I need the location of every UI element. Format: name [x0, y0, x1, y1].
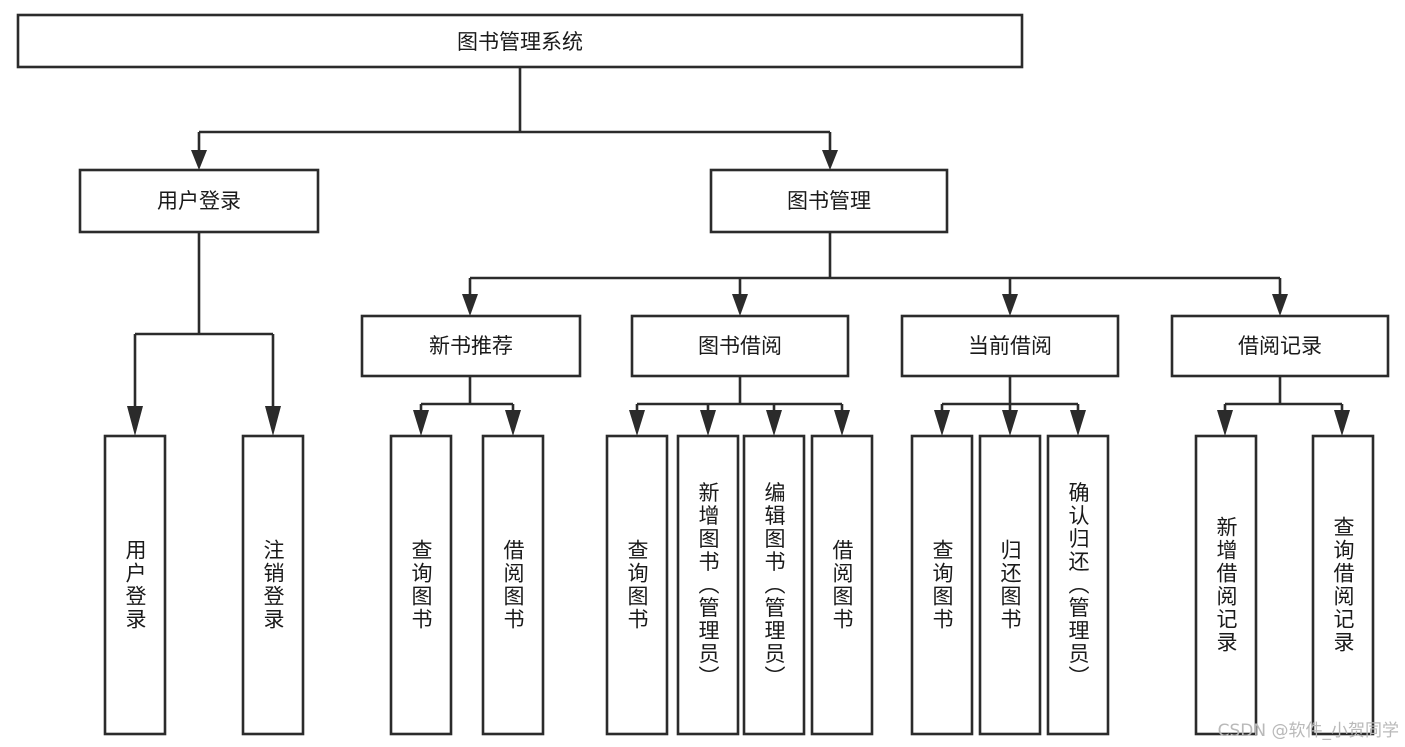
- leaf-bookborrow-edit-book-label: 编辑图书（管理员）: [762, 482, 786, 689]
- leaf-borrowrecord-query-record[interactable]: 查询借阅记录: [1311, 434, 1375, 736]
- leaf-currentborrow-return-book-label: 归还图书: [998, 539, 1022, 631]
- arrowhead-bookborrow-leaf-3: [766, 410, 782, 436]
- leaf-user-login-logout-label: 注销登录: [261, 539, 285, 631]
- node-borrow-record[interactable]: 借阅记录: [1170, 314, 1390, 378]
- leaf-bookborrow-add-book[interactable]: 新增图书（管理员）: [676, 434, 740, 736]
- leaf-currentborrow-query-book-label: 查询图书: [930, 539, 954, 631]
- leaf-bookborrow-query-book[interactable]: 查询图书: [605, 434, 669, 736]
- leaf-borrowrecord-query-record-label: 查询借阅记录: [1331, 516, 1355, 654]
- node-current-borrow[interactable]: 当前借阅: [900, 314, 1120, 378]
- node-user-login[interactable]: 用户登录: [78, 168, 320, 234]
- arrowhead-bookborrow-leaf-1: [629, 410, 645, 436]
- arrowhead-user-login: [191, 150, 207, 170]
- leaf-bookborrow-borrow-book-label: 借阅图书: [830, 539, 854, 631]
- leaf-bookborrow-query-book-label: 查询图书: [625, 539, 649, 631]
- arrowhead-currentborrow-leaf-1: [934, 410, 950, 436]
- arrowhead-currentborrow-leaf-2: [1002, 410, 1018, 436]
- leaf-user-login-login-label: 用户登录: [123, 539, 147, 631]
- leaf-borrowrecord-add-record[interactable]: 新增借阅记录: [1194, 434, 1258, 736]
- arrowhead-leaf-user-login: [127, 406, 143, 436]
- arrowhead-new-book: [462, 294, 478, 316]
- connector-layer: [127, 67, 1350, 436]
- node-root-label: 图书管理系统: [457, 30, 583, 54]
- arrowhead-leaf-logout: [265, 406, 281, 436]
- arrowhead-bookborrow-leaf-2: [700, 410, 716, 436]
- leaf-bookborrow-borrow-book[interactable]: 借阅图书: [810, 434, 874, 736]
- node-book-borrow[interactable]: 图书借阅: [630, 314, 850, 378]
- arrowhead-book-borrow: [732, 294, 748, 316]
- node-user-login-label: 用户登录: [157, 189, 241, 213]
- node-current-borrow-label: 当前借阅: [968, 334, 1052, 358]
- leaf-user-login-login[interactable]: 用户登录: [103, 434, 167, 736]
- arrowhead-borrowrecord-leaf-2: [1334, 410, 1350, 436]
- leaf-currentborrow-confirm-return-label: 确认归还（管理员）: [1066, 482, 1090, 689]
- leaf-newbook-borrow-book[interactable]: 借阅图书: [481, 434, 545, 736]
- node-borrow-record-label: 借阅记录: [1238, 334, 1322, 358]
- leaf-newbook-borrow-book-label: 借阅图书: [501, 539, 525, 631]
- leaf-newbook-query-book-label: 查询图书: [409, 539, 433, 631]
- arrowhead-current-borrow: [1002, 294, 1018, 316]
- leaf-user-login-logout[interactable]: 注销登录: [241, 434, 305, 736]
- arrowhead-newbook-leaf-2: [505, 410, 521, 436]
- leaf-currentborrow-return-book[interactable]: 归还图书: [978, 434, 1042, 736]
- node-root[interactable]: 图书管理系统: [16, 13, 1024, 69]
- arrowhead-book-manage: [822, 150, 838, 170]
- arrowhead-currentborrow-leaf-3: [1070, 410, 1086, 436]
- arrowhead-borrow-record: [1272, 294, 1288, 316]
- leaf-currentborrow-confirm-return[interactable]: 确认归还（管理员）: [1046, 434, 1110, 736]
- leaf-bookborrow-edit-book[interactable]: 编辑图书（管理员）: [742, 434, 806, 736]
- leaf-currentborrow-query-book[interactable]: 查询图书: [910, 434, 974, 736]
- arrowhead-borrowrecord-leaf-1: [1217, 410, 1233, 436]
- arrowhead-newbook-leaf-1: [413, 410, 429, 436]
- arrowhead-bookborrow-leaf-4: [834, 410, 850, 436]
- node-book-manage-label: 图书管理: [787, 189, 871, 213]
- leaf-borrowrecord-add-record-label: 新增借阅记录: [1214, 516, 1238, 654]
- node-book-borrow-label: 图书借阅: [698, 334, 782, 358]
- node-new-book-recommend-label: 新书推荐: [429, 334, 513, 358]
- node-new-book-recommend[interactable]: 新书推荐: [360, 314, 582, 378]
- node-book-manage[interactable]: 图书管理: [709, 168, 949, 234]
- leaf-bookborrow-add-book-label: 新增图书（管理员）: [696, 482, 720, 689]
- leaf-newbook-query-book[interactable]: 查询图书: [389, 434, 453, 736]
